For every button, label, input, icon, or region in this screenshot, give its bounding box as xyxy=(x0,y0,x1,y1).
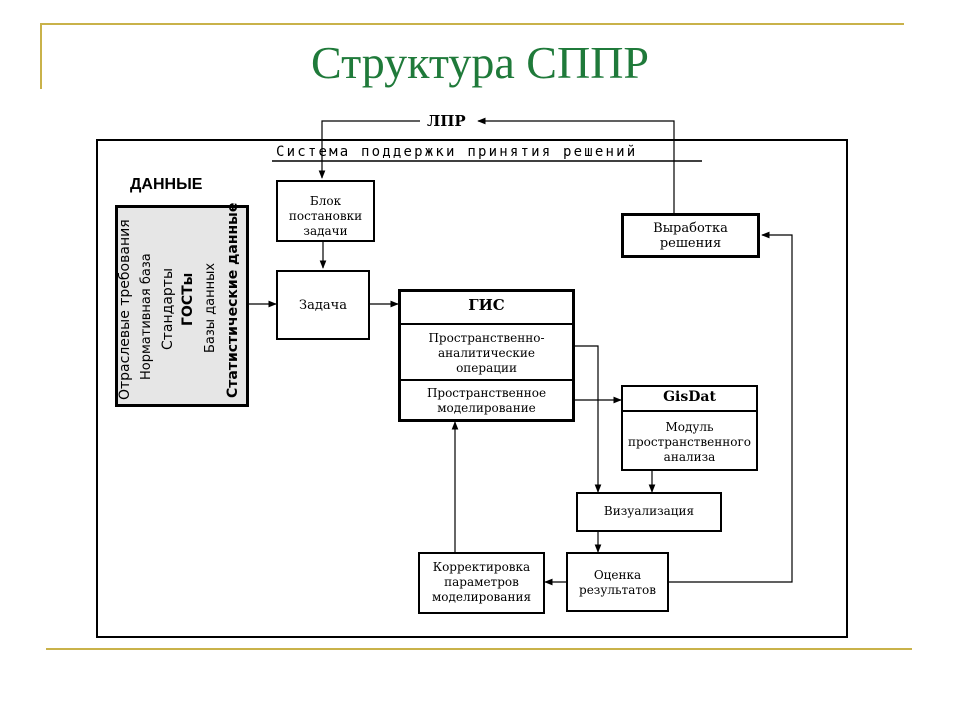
task-block: Задача xyxy=(276,270,370,340)
system-label: Система поддержки принятия решений xyxy=(276,144,638,160)
task-setup-line-3: задачи xyxy=(303,224,348,238)
decision-line-2: решения xyxy=(659,236,722,251)
gisdat-line-2: пространственного xyxy=(627,435,752,449)
gisdat-title: GisDat xyxy=(623,387,756,412)
left-accent-line xyxy=(40,23,42,89)
gis-ops-line-2: аналитические xyxy=(438,346,535,360)
gis-section-operations: Пространственно- аналитические операции xyxy=(401,323,572,379)
gis-title: ГИС xyxy=(468,296,505,314)
data-label: ДАННЫЕ xyxy=(130,176,203,193)
data-item-industry-requirements: Отраслевые требования xyxy=(117,219,133,400)
evaluation-block: Оценка результатов xyxy=(566,552,669,612)
evaluation-line-2: результатов xyxy=(579,583,656,597)
gis-block: ГИС Пространственно- аналитические опера… xyxy=(398,289,575,422)
data-item-databases: Базы данных xyxy=(203,262,218,353)
gis-ops-line-1: Пространственно- xyxy=(428,331,545,345)
evaluation-line-1: Оценка xyxy=(593,568,642,582)
system-frame xyxy=(96,139,848,638)
correction-line-2: параметров xyxy=(444,575,519,589)
visualization-label: Визуализация xyxy=(603,504,695,518)
task-setup-line-1: Блок xyxy=(309,194,342,208)
gis-section-modeling: Пространственное моделирование xyxy=(401,379,572,416)
top-accent-line xyxy=(40,23,904,25)
data-item-statistics: Статистические данные xyxy=(225,202,241,398)
data-item-gosts: ГОСТы xyxy=(180,272,196,326)
lpr-label: ЛПР xyxy=(423,112,470,130)
gis-model-line-1: Пространственное xyxy=(426,386,547,400)
gis-ops-line-3: операции xyxy=(456,361,517,375)
gisdat-line-1: Модуль xyxy=(665,420,714,434)
visualization-block: Визуализация xyxy=(576,492,722,532)
decision-block: Выработка решения xyxy=(621,213,760,258)
gisdat-body: Модуль пространственного анализа xyxy=(623,412,756,465)
gis-model-line-2: моделирование xyxy=(437,401,536,415)
decision-line-1: Выработка xyxy=(653,221,728,236)
gisdat-block: GisDat Модуль пространственного анализа xyxy=(621,385,758,471)
data-sources-box xyxy=(115,205,249,407)
data-item-regulatory-base: Нормативная база xyxy=(139,253,154,380)
bottom-accent-line xyxy=(46,648,912,650)
task-setup-line-2: постановки xyxy=(288,209,363,223)
correction-line-3: моделирования xyxy=(431,590,532,604)
data-item-standards: Стандарты xyxy=(160,267,176,350)
task-label: Задача xyxy=(299,298,347,313)
correction-line-1: Корректировка xyxy=(432,560,531,574)
correction-block: Корректировка параметров моделирования xyxy=(418,552,545,614)
task-setup-block: Блок постановки задачи xyxy=(276,180,375,242)
slide-title: Структура СППР xyxy=(311,37,649,88)
gisdat-line-3: анализа xyxy=(663,450,716,464)
